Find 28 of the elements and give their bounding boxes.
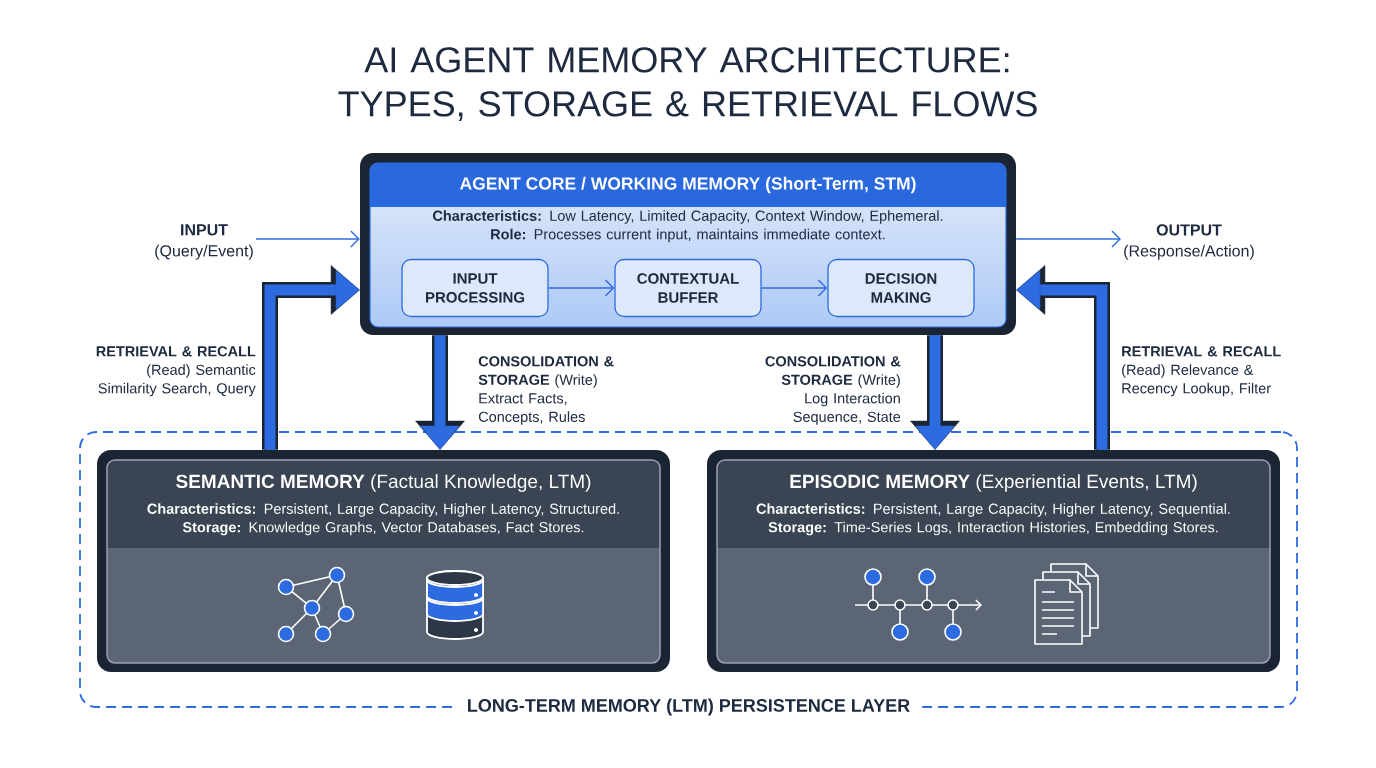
arrow (760, 279, 828, 297)
description-text: Storage: Knowledge Graphs, Vector Databases, Fact Stores. (182, 521, 584, 536)
description-text: Characteristics: Persistent, Large Capacity, Higher Latency, Sequential. (756, 503, 1230, 517)
panel-heading: SEMANTIC MEMORY (Factual Knowledge, LTM) (176, 474, 591, 492)
arrow (1016, 265, 1110, 450)
arrow (415, 335, 465, 450)
description-text: Storage: Time-Series Logs, Interaction Histories, Embedding Stores. (768, 521, 1218, 536)
panel-heading: AGENT CORE / WORKING MEMORY (Short-Term, STM) (370, 163, 1006, 207)
description-text: Characteristics: Low Latency, Limited Capacity, Context Window, Ephemeral. (433, 210, 943, 224)
arrow (262, 265, 360, 450)
edge-label: RETRIEVAL & RECALL (Read) Relevance & Recency Lookup, Filter (1122, 346, 1281, 397)
output-label: OUTPUT (Response/Action) (1124, 224, 1254, 260)
edge-label: RETRIEVAL & RECALL (Read) Semantic Similarity Search, Query (96, 346, 256, 397)
region-label: LONG-TERM MEMORY (LTM) PERSISTENCE LAYER (454, 694, 923, 720)
arrow (910, 335, 960, 450)
title: AI AGENT MEMORY ARCHITECTURE: TYPES, STORAGE & RETRIEVAL FLOWS (338, 47, 1037, 121)
description-text: Role: Processes current input, maintains immediate context. (491, 228, 885, 243)
description-text: Characteristics: Persistent, Large Capacity, Higher Latency, Structured. (147, 503, 619, 517)
edge-label: CONSOLIDATION & STORAGE (Write) Log Interaction Sequence, State (765, 356, 901, 425)
panel-heading: EPISODIC MEMORY (Experiential Events, LTM) (790, 474, 1197, 492)
edge-label: CONSOLIDATION & STORAGE (Write) Extract Facts, Concepts, Rules (478, 356, 614, 425)
arrow (255, 230, 360, 248)
process-box: INPUT PROCESSING (401, 258, 549, 318)
input-label: INPUT (Query/Event) (155, 224, 253, 260)
process-box: DECISION MAKING (827, 258, 975, 318)
arrow (547, 279, 615, 297)
arrow (1015, 230, 1121, 248)
process-box: CONTEXTUAL BUFFER (614, 258, 762, 318)
